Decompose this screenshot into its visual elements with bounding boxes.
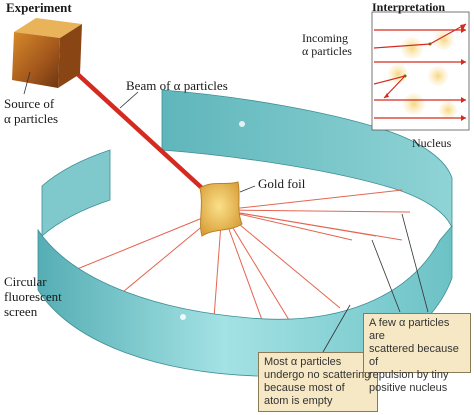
source-label-line: Source of xyxy=(4,96,55,111)
interpretation-title: Interpretation xyxy=(372,0,446,14)
screen-label-line: screen xyxy=(4,304,38,319)
scatter-lines xyxy=(59,189,411,343)
screen-label: Circular fluorescent screen xyxy=(4,274,62,319)
callout-line: because most of xyxy=(264,382,345,394)
scatter-line xyxy=(221,209,341,309)
scatter-line xyxy=(221,209,301,339)
flash-dot xyxy=(363,293,367,297)
scatter-line xyxy=(59,209,223,277)
scatter-line xyxy=(221,209,377,237)
incoming-label: Incoming α particles xyxy=(302,32,352,58)
incoming-label-line: α particles xyxy=(302,44,352,58)
beam-label: Beam of α particles xyxy=(126,78,228,93)
callout-line: A few α particles are xyxy=(369,317,450,342)
callout-line: undergo no scattering xyxy=(264,369,371,381)
flash-dot xyxy=(342,301,350,309)
scatter-line xyxy=(221,209,353,241)
callout-few-particles: A few α particles are scattered because … xyxy=(363,313,471,394)
leader-lines xyxy=(23,35,429,353)
incoming-label-line: Incoming xyxy=(302,31,348,45)
flash-dot xyxy=(239,121,245,127)
scatter-line xyxy=(221,209,411,213)
source-label-line: α particles xyxy=(4,111,59,126)
callout-line: scattered because of xyxy=(369,343,459,368)
source-label: Source of α particles xyxy=(4,96,58,126)
gold-foil-label: Gold foil xyxy=(258,176,306,191)
callout-line: positive nucleus xyxy=(369,382,448,394)
nucleus-label: Nucleus xyxy=(412,136,452,150)
callout-line: Most α particles xyxy=(264,356,342,368)
screen-front xyxy=(37,121,453,377)
scatter-line xyxy=(221,189,403,211)
callout-line: atom is empty xyxy=(264,395,333,407)
alpha-source-cube xyxy=(12,18,82,88)
callout-most-particles: Most α particles undergo no scattering b… xyxy=(258,352,378,412)
screen-label-line: Circular xyxy=(4,274,47,289)
interpretation-panel xyxy=(371,11,470,131)
flash-dot xyxy=(180,314,186,320)
gold-foil xyxy=(199,181,243,237)
alpha-beam xyxy=(58,56,217,202)
screen-label-line: fluorescent xyxy=(4,289,62,304)
callout-line: repulsion by tiny xyxy=(369,369,449,381)
experiment-title: Experiment xyxy=(6,0,72,15)
